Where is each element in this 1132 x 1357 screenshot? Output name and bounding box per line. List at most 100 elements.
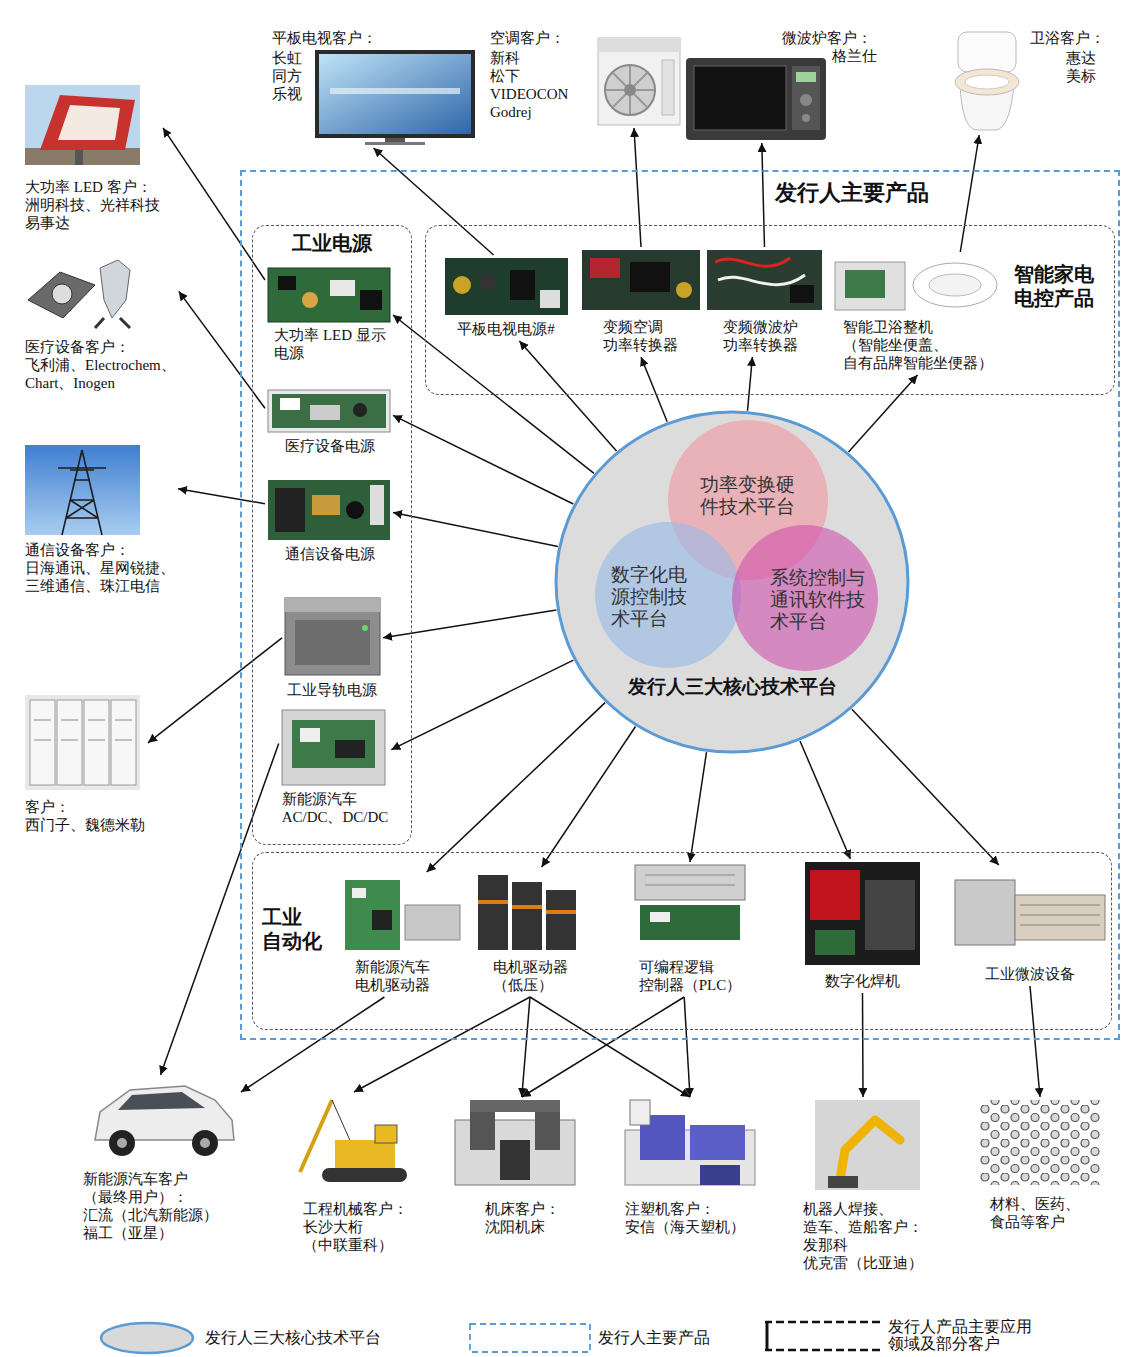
toilet-controller-picture <box>835 262 997 310</box>
text-slot: 发行人三大核心技术平台 <box>205 1329 381 1346</box>
picture-area <box>980 1100 1100 1185</box>
lattice-picture <box>980 1100 1100 1185</box>
injection-machine-picture-part <box>700 1165 740 1185</box>
picture-area <box>25 445 140 535</box>
text-slot: 通信设备客户： <box>25 541 130 559</box>
car-picture-part <box>200 1138 210 1148</box>
rail-power-box <box>285 598 380 675</box>
platform-circle: 数字化电源控制技术平台 <box>593 520 743 670</box>
text-slot: 工业电源 <box>292 231 372 255</box>
tv-picture-part <box>365 142 425 145</box>
node-label: 智能家电 电控产品 <box>1014 262 1094 310</box>
telecom-power-board-part <box>370 485 384 525</box>
picture-area <box>268 480 390 540</box>
toilet-picture-part <box>965 75 1009 89</box>
node-label: 汇流（北汽新能源） 福工（亚星） <box>83 1206 218 1242</box>
node-label: 客户： <box>25 798 70 816</box>
led-power-board-part <box>330 280 355 296</box>
crane-picture-part <box>322 1168 407 1182</box>
medical-device-picture-part <box>100 260 130 318</box>
crane-picture-part <box>332 1100 352 1145</box>
text-slot: 数字化焊机 <box>825 972 900 990</box>
picture-area <box>815 1100 920 1190</box>
microwave-picture <box>686 58 826 140</box>
node-label: 惠达 美标 <box>1066 49 1096 85</box>
node-label: 可编程逻辑 控制器（PLC） <box>639 958 742 994</box>
led-screen-picture-part <box>58 105 120 140</box>
node-label: 微波炉客户： <box>782 29 872 47</box>
product-item: 数字化焊机 <box>802 859 923 993</box>
node-label: 卫浴客户： <box>1030 29 1105 47</box>
microwave-equipment-picture <box>955 880 1105 945</box>
rail-power-box-part <box>285 598 380 612</box>
text-slot: 机床客户： <box>485 1200 560 1218</box>
car-picture-part <box>109 1130 135 1156</box>
node-label: 通信设备电源 <box>285 545 375 563</box>
node-label: 数字化焊机 <box>825 972 900 990</box>
node-label: 长沙大桁 （中联重科） <box>303 1218 393 1254</box>
customer-item: 卫浴客户： 惠达 美标 <box>947 26 1108 135</box>
toilet-controller-picture-part <box>835 262 905 310</box>
product-item: 新能源汽车 电机驱动器 <box>342 872 463 997</box>
medical-device-picture-part <box>28 272 95 318</box>
tower-picture <box>25 445 140 535</box>
circle-shape <box>595 522 741 668</box>
text-slot: 洲明科技、光祥科技 易事达 <box>25 196 160 232</box>
air-conditioner-picture-part <box>606 66 654 114</box>
rail-power-box-part <box>295 620 370 665</box>
led-screen-picture-part <box>25 85 140 165</box>
customer-item: 机器人焊接、 造车、造船客户：发那科 优克雷（比亚迪） <box>800 1097 926 1275</box>
microwave-picture-part <box>800 94 812 106</box>
picture-area <box>25 695 140 790</box>
picture-area <box>285 598 380 675</box>
node-label: 机床客户： <box>485 1200 560 1218</box>
ev-drive-picture <box>345 880 460 950</box>
node-label: 新能源汽车 电机驱动器 <box>355 958 430 994</box>
led-screen-picture-part <box>75 150 83 165</box>
air-conditioner-picture-part <box>624 84 636 96</box>
welder-picture-part <box>810 870 860 920</box>
medical-device-picture-part <box>52 284 72 304</box>
picture-area <box>268 390 390 432</box>
cabinet-picture-part <box>84 700 109 785</box>
plc-picture <box>635 865 745 940</box>
node-label: 工业微波设备 <box>985 965 1075 983</box>
picture-area <box>686 58 826 140</box>
ellipse-shape <box>556 412 908 752</box>
led-screen-picture-part <box>25 148 140 165</box>
node-label: 空调客户： <box>490 29 565 47</box>
robot-picture-part <box>815 1100 920 1190</box>
telecom-power-board-part <box>312 495 340 515</box>
node-label: 工程机械客户： <box>303 1200 408 1218</box>
tower-picture-part <box>25 445 140 535</box>
legend-bracket-sample-part <box>765 1322 880 1350</box>
arrow-connector <box>148 638 282 743</box>
arrow-connector <box>690 752 707 862</box>
product-item: 新能源汽车 AC/DC、DC/DC <box>279 707 392 829</box>
tv-power-board-part <box>540 290 560 308</box>
arrow-connector <box>862 993 864 1097</box>
crane-picture <box>300 1100 407 1182</box>
node-label: 安信（海天塑机） <box>625 1218 745 1236</box>
customer-item: 工程机械客户：长沙大桁 （中联重科） <box>285 1092 423 1257</box>
node-label: 发行人主要产品 <box>775 180 929 206</box>
toilet-controller-picture-part <box>913 263 997 307</box>
text-slot: 变频微波炉 功率转换器 <box>723 318 798 354</box>
tv-picture-part <box>385 138 405 142</box>
toilet-controller-picture-part <box>929 274 981 296</box>
medical-device-picture <box>25 250 140 330</box>
arrow-connector <box>519 341 616 451</box>
text-slot: 工业导轨电源 <box>287 681 377 699</box>
text-slot: 新能源汽车 AC/DC、DC/DC <box>282 790 389 826</box>
customer-item: 客户：西门子、魏德米勒 <box>22 692 148 837</box>
text-slot: 注塑机客户： <box>625 1200 715 1218</box>
product-item: 大功率 LED 显示 电源 <box>265 265 393 365</box>
led-power-board-part <box>278 276 296 290</box>
tv-picture-part <box>319 54 471 134</box>
telecom-power-board-part <box>268 480 390 540</box>
led-power-board <box>268 268 390 322</box>
node-label: 西门子、魏德米勒 <box>25 816 145 834</box>
welder-picture-part <box>805 862 920 965</box>
